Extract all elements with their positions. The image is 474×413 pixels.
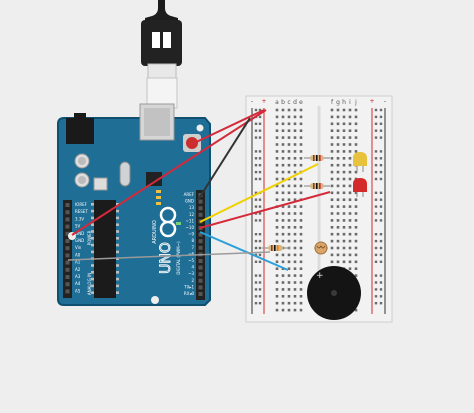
rail-minus-label: - [251, 98, 253, 105]
wire-gnd [197, 117, 251, 201]
rail-minus-label: - [384, 98, 386, 105]
pin-label: ~10 [186, 225, 195, 230]
header-power-label: POWER [87, 230, 92, 245]
resistor[interactable] [304, 183, 330, 189]
pin-label: A4 [75, 281, 81, 286]
wires [67, 109, 331, 271]
svg-text:+: + [316, 271, 324, 281]
usb-cable [141, 0, 182, 109]
led-yellow[interactable] [353, 152, 367, 172]
column-label: g [336, 99, 340, 106]
pin-label: 2 [191, 278, 194, 283]
pin-label: 4 [191, 265, 194, 270]
pin-label: RESET [75, 209, 88, 214]
onboard-leds [156, 190, 181, 225]
column-label: i [349, 99, 351, 106]
header-analog-label: ANALOG IN [87, 273, 92, 295]
wire-d10 [199, 191, 331, 229]
wire-d9 [199, 163, 319, 223]
wire-5v [71, 109, 267, 236]
pin-label: 12 [189, 212, 195, 217]
pin-label: ~6 [188, 251, 194, 256]
wire-d7 [199, 231, 289, 271]
pin-label: A2 [75, 267, 81, 272]
pin-label: ~3 [188, 271, 194, 276]
wire-pin-red [189, 109, 265, 146]
pin-label: ~9 [188, 232, 194, 237]
column-label: f [331, 99, 334, 106]
column-label: j [354, 99, 357, 106]
pin-label: GND [75, 231, 84, 236]
arduino-board: ARDUINO UNO DIGITAL (PWM~) POWER ANALOG … [57, 103, 211, 306]
wire-a0 [67, 251, 271, 261]
board-brand: ARDUINO [152, 220, 158, 244]
pin-label: IOREF [75, 202, 88, 207]
resistor[interactable] [304, 155, 330, 161]
piezo-buzzer[interactable]: + [307, 266, 361, 320]
column-label: e [299, 99, 303, 106]
pin-label: A3 [75, 274, 81, 279]
photoresistor[interactable] [314, 241, 328, 255]
pin-label: ~5 [188, 258, 194, 263]
atmega-chip [91, 200, 119, 298]
pin-label: TX▸1 [183, 284, 194, 289]
board-model: UNO [158, 242, 174, 274]
led-red[interactable] [353, 178, 367, 197]
pin-label: GND [185, 199, 194, 204]
pin-label: AREF [184, 192, 195, 197]
column-label: h [342, 99, 346, 106]
pin-label: A5 [75, 288, 81, 293]
pin-label: 8 [191, 238, 194, 243]
header-digital-label: DIGITAL (PWM~) [176, 241, 181, 275]
pin-label: 13 [189, 205, 195, 210]
column-label: b [281, 99, 285, 106]
pin-label: 5V [75, 224, 81, 229]
pin-label: A0 [75, 252, 81, 257]
power-jack[interactable] [66, 118, 94, 144]
pin-label: Vin [75, 245, 82, 250]
arduino-logo [159, 206, 177, 238]
pin-label: 3.3V [75, 216, 84, 221]
column-label: c [287, 99, 290, 106]
resistor[interactable] [262, 245, 290, 251]
pin-label: RX◂0 [184, 291, 195, 296]
rail-plus-label: + [261, 98, 266, 105]
pin-label: 7 [191, 245, 194, 250]
column-label: a [275, 99, 279, 106]
header-digital[interactable] [196, 190, 205, 300]
column-label: d [293, 99, 297, 106]
rail-plus-label: + [369, 98, 374, 105]
pin-label: GND [75, 238, 84, 243]
pin-label: A1 [75, 260, 81, 265]
pin-label: ~11 [186, 218, 195, 223]
